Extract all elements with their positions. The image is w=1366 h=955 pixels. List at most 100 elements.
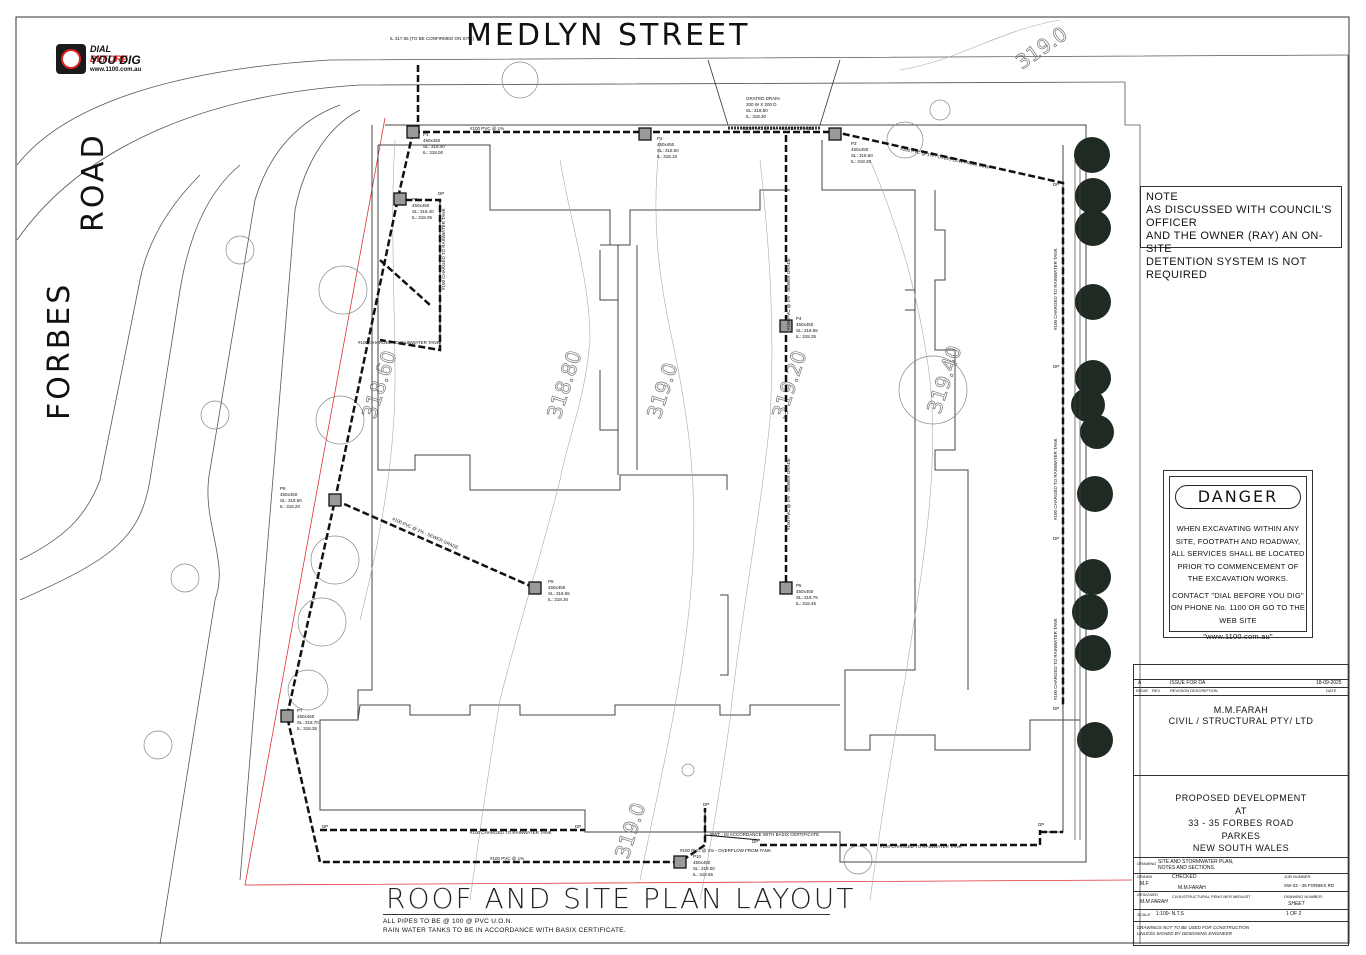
pipe-annotations: #100 PVC @ 1% #100 PVC @ 1% - SEWER GRAD… xyxy=(322,36,1059,861)
svg-text:P7: P7 xyxy=(297,708,303,713)
pipe-label: #100 CHARGED TO RAINWATER TANK xyxy=(1053,618,1058,700)
svg-text:SL: 318.60: SL: 318.60 xyxy=(280,498,302,503)
logo-before: BEFORE xyxy=(90,54,128,64)
contour-label: 319.20 xyxy=(767,348,811,422)
council-note: NOTE AS DISCUSSED WITH COUNCIL'S OFFICER… xyxy=(1140,186,1342,281)
svg-text:P3: P3 xyxy=(851,141,857,146)
pipe-label: #100 CHARGED TO RAINWATER TANK xyxy=(470,830,552,835)
pipe-label: #100 PVC @ 1% - SEWER GRADE xyxy=(742,126,814,131)
project-line: AT xyxy=(1235,805,1247,816)
pipe-label: #100 PVC @ 1% - SEWER GRADE xyxy=(786,458,791,530)
firm-name: M.M.FARAH xyxy=(1213,705,1269,715)
dp-label: DP xyxy=(322,824,328,829)
sheet-border xyxy=(15,16,1350,944)
tb-designed: M.M.FARAH xyxy=(1140,899,1168,905)
pit-p9 xyxy=(393,192,407,206)
drawing-line: SITE AND STORMWATER PLAN, xyxy=(1158,859,1234,865)
pipe-label: #100 PVC @ 1% xyxy=(470,126,504,131)
svg-text:450x450: 450x450 xyxy=(423,138,441,143)
svg-text:IL: 318.05: IL: 318.05 xyxy=(412,215,433,220)
tb-designed-lbl: DESIGNED xyxy=(1137,892,1158,897)
svg-text:IL: 318.35: IL: 318.35 xyxy=(297,726,318,731)
tb-date: 18-09-2025 xyxy=(1316,680,1342,686)
svg-text:450x450: 450x450 xyxy=(796,589,814,594)
pit-p8 xyxy=(328,493,342,507)
svg-text:450x450: 450x450 xyxy=(412,203,430,208)
tb-issue: ISSUE FOR DA xyxy=(1170,680,1206,686)
dark-trees xyxy=(1071,137,1114,758)
pipe-label: #100 PVC @ 1% - OVERFLOW FROM TANK xyxy=(900,146,990,170)
pits xyxy=(280,125,842,869)
svg-text:P5: P5 xyxy=(796,583,802,588)
tb-drawing: SITE AND STORMWATER PLAN, NOTES AND SECT… xyxy=(1158,859,1233,871)
tb-scale-lbl: SCALE xyxy=(1137,912,1151,917)
grated-drain-sl: SL: 318.50 xyxy=(746,108,768,113)
grated-drain xyxy=(707,59,841,130)
svg-text:P2: P2 xyxy=(657,136,663,141)
tb-rev: A xyxy=(1138,680,1142,686)
grated-drain-label: GRATED DRAIN xyxy=(746,96,780,101)
svg-text:SL: 318.50: SL: 318.50 xyxy=(657,148,679,153)
tb-dwgno: SHEET xyxy=(1288,901,1305,907)
dp-label: DP xyxy=(1038,822,1044,827)
svg-text:P4: P4 xyxy=(796,316,802,321)
plan-title-underline xyxy=(383,914,830,915)
plan-notes: ALL PIPES TO BE @ 100 @ PVC U.O.N. RAIN … xyxy=(383,917,626,935)
pipe-label: #100 CHARGED TO RAINWATER TANK xyxy=(880,844,962,849)
tb-divider xyxy=(1134,687,1348,688)
street-trees xyxy=(143,61,968,875)
dp-label: DP xyxy=(1053,536,1059,541)
note-line: AS DISCUSSED WITH COUNCIL'S OFFICER xyxy=(1146,204,1332,229)
dp-label: DP xyxy=(752,839,758,844)
contour-lines xyxy=(359,19,1061,901)
plan-note: RAIN WATER TANKS TO BE IN ACCORDANCE WIT… xyxy=(383,927,627,934)
tb-drawing-lbl: DRAWING xyxy=(1137,861,1157,866)
svg-text:450x450: 450x450 xyxy=(297,714,315,719)
grated-drain-size: 200 W X 200 D xyxy=(746,102,777,107)
contour-label: 319.0 xyxy=(642,360,683,422)
stormwater-pipes xyxy=(285,65,1065,864)
note-line: DETENTION SYSTEM IS NOT REQUIRED xyxy=(1146,256,1307,281)
project-line: 33 - 35 FORBES ROAD xyxy=(1188,818,1294,828)
danger-title: DANGER xyxy=(1175,485,1301,509)
tb-divider xyxy=(1134,873,1348,874)
logo-line3: www.1100.com.au xyxy=(90,67,142,73)
svg-text:P1: P1 xyxy=(423,132,429,137)
tb-firm: M.M.FARAH CIVIL / STRUCTURAL PTY/ LTD xyxy=(1134,705,1348,727)
logo-line1: DIAL BEFORE xyxy=(90,44,146,64)
property-boundary xyxy=(244,117,1133,886)
street-name-forbes: FORBES xyxy=(42,281,77,420)
svg-text:SL: 318.65: SL: 318.65 xyxy=(548,591,570,596)
tb-divider xyxy=(1134,679,1348,680)
svg-text:IL: 318.30: IL: 318.30 xyxy=(548,597,569,602)
tb-checked2: CIVIL/STRUCTURAL PENG NER MIEAUST xyxy=(1172,894,1251,899)
svg-text:P6: P6 xyxy=(548,579,554,584)
svg-text:450x450: 450x450 xyxy=(851,147,869,152)
tb-hdr-date: DATE xyxy=(1326,688,1337,693)
danger-text: WHEN EXCAVATING WITHIN ANY SITE, FOOTPAT… xyxy=(1170,523,1306,644)
pit-p7 xyxy=(280,709,294,723)
svg-text:450x450: 450x450 xyxy=(280,492,298,497)
danger-line: WEB SITE xyxy=(1219,615,1257,625)
pit-p10 xyxy=(673,855,687,869)
contour-label: 319.0 xyxy=(610,800,651,862)
pit-p3 xyxy=(828,127,842,141)
svg-text:P10: P10 xyxy=(693,854,702,859)
svg-text:450x450: 450x450 xyxy=(548,585,566,590)
project-line: PROPOSED DEVELOPMENT xyxy=(1175,793,1307,803)
svg-text:IL: 318.35: IL: 318.35 xyxy=(796,334,817,339)
side-boundary xyxy=(1074,160,1081,840)
danger-frame: DANGER WHEN EXCAVATING WITHIN ANY SITE, … xyxy=(1169,476,1307,641)
svg-text:P8: P8 xyxy=(280,486,286,491)
pit-p4 xyxy=(779,319,793,333)
danger-line: WHEN EXCAVATING WITHIN ANY xyxy=(1176,524,1300,533)
pit-p2 xyxy=(638,127,652,141)
